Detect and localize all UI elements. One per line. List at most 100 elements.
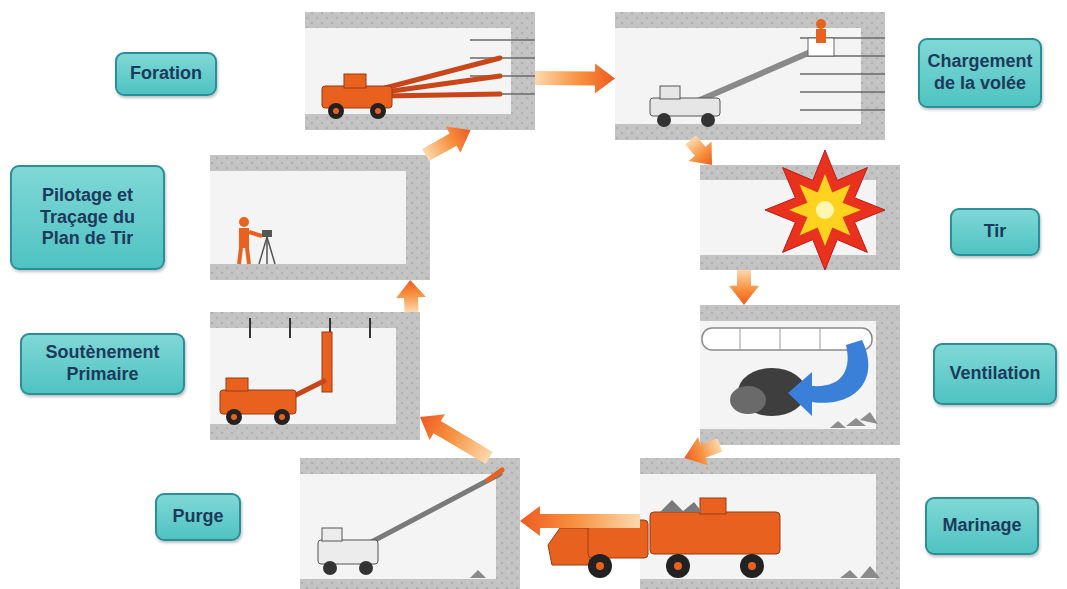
mucking-scene-part xyxy=(548,528,590,565)
cycle-arrow xyxy=(422,127,470,162)
mucking-scene-part xyxy=(650,512,780,554)
scaling-scene-part xyxy=(488,470,502,480)
mucking-scene-part xyxy=(560,500,702,528)
stage-label: Foration xyxy=(115,52,217,96)
blast-scene-part xyxy=(765,150,885,270)
drilling-scene-part xyxy=(370,103,386,119)
survey-scene-part-part xyxy=(259,237,267,264)
mucking-scene-part xyxy=(588,554,764,578)
cycle-arrow xyxy=(729,270,759,305)
stage-name: Marinage xyxy=(942,515,1021,537)
stage-name: Foration xyxy=(130,63,202,85)
support-scene-part xyxy=(226,378,248,391)
support-scene-part xyxy=(210,312,420,440)
charging-scene-part xyxy=(660,86,680,99)
stage-panel: Pilotage et Traçage du Plan de Tir xyxy=(210,155,430,280)
ventilation-scene-part-part xyxy=(820,328,821,350)
charging-scene-part xyxy=(816,19,826,29)
mucking-scene-part-part xyxy=(560,518,580,528)
stage-panel: Soutènement Primaire xyxy=(210,312,420,440)
scaling-scene-part xyxy=(322,528,342,541)
scaling-scene-part xyxy=(318,540,378,564)
blast-scene-part xyxy=(789,174,861,246)
drilling-scene-part xyxy=(305,28,511,114)
cycle-arrow xyxy=(685,135,712,165)
mucking-scene-part-part xyxy=(860,566,880,578)
survey-scene xyxy=(210,155,430,280)
mucking-scene-part xyxy=(640,458,900,589)
survey-scene-part-part xyxy=(239,248,241,264)
survey-scene-part xyxy=(210,155,430,280)
support-scene-part xyxy=(250,318,370,338)
ventilation-scene-part xyxy=(830,412,878,428)
ventilation-scene-part xyxy=(730,386,766,414)
stage-name: Chargement de la volée xyxy=(927,51,1032,94)
mucking-scene-part-part xyxy=(660,500,684,512)
support-scene-part-part xyxy=(369,318,371,338)
stage-label: Soutènement Primaire xyxy=(20,333,185,395)
charging-scene-part-part xyxy=(800,109,885,111)
stage-name: Ventilation xyxy=(949,363,1040,385)
ventilation-scene xyxy=(700,305,900,445)
drilling-scene-part-part xyxy=(385,76,500,92)
charging-scene-part xyxy=(615,12,885,140)
mucking-scene-part xyxy=(700,498,726,514)
stage-panel: Ventilation xyxy=(700,305,900,445)
cycle-arrow xyxy=(684,437,722,465)
survey-scene-part-part xyxy=(247,248,249,264)
scaling-scene-part xyxy=(323,561,337,575)
support-scene-part-part xyxy=(249,318,251,338)
mucking-scene-part xyxy=(840,566,880,578)
mucking-scene-part-part xyxy=(674,562,682,570)
stage-panel: Purge xyxy=(300,458,520,589)
charging-scene-part xyxy=(657,113,671,127)
survey-scene-part-part xyxy=(267,237,275,264)
survey-scene-part xyxy=(239,217,249,227)
ventilation-scene-part xyxy=(700,321,876,429)
stage-label: Pilotage et Traçage du Plan de Tir xyxy=(10,165,165,270)
survey-scene-part xyxy=(262,230,272,237)
stage-name: Purge xyxy=(172,506,223,528)
ventilation-scene-part xyxy=(700,305,900,445)
drilling-scene-part xyxy=(344,74,366,88)
drilling-scene-part xyxy=(333,108,339,114)
charging-scene-part xyxy=(700,50,815,100)
survey-scene-part xyxy=(210,171,406,264)
mucking-scene-part-part xyxy=(740,554,764,578)
ventilation-scene-part xyxy=(788,340,868,416)
charging-scene-part-part xyxy=(800,91,885,93)
support-scene-part xyxy=(279,414,285,420)
mucking-scene-part xyxy=(588,520,648,558)
support-scene-part-part xyxy=(289,318,291,338)
charging-scene-part-part xyxy=(800,73,885,75)
drilling-scene-part-part xyxy=(470,39,535,41)
mucking-scene-part-part xyxy=(840,570,858,578)
stage-panel: Chargement de la volée xyxy=(615,12,885,140)
survey-scene-part xyxy=(239,232,262,264)
stage-panel: Tir xyxy=(700,165,900,270)
cycle-arrow xyxy=(535,63,615,93)
support-scene-part xyxy=(210,328,396,424)
support-scene-part xyxy=(231,414,237,420)
drilling-scene-part xyxy=(385,58,500,96)
scaling-scene-part xyxy=(470,570,486,578)
mucking-scene-part-part xyxy=(666,554,690,578)
stage-label: Marinage xyxy=(925,497,1039,555)
mucking-scene xyxy=(548,458,900,589)
mucking-scene-part-part xyxy=(596,562,604,570)
drilling-scene-part-part xyxy=(385,94,500,96)
cycle-arrow xyxy=(420,414,493,464)
support-scene-part xyxy=(274,409,290,425)
cycle-arrow xyxy=(396,280,426,312)
stage-label: Tir xyxy=(950,208,1040,256)
scaling-scene-part xyxy=(359,561,373,575)
mucking-scene-part xyxy=(640,474,876,579)
survey-scene-part xyxy=(259,237,275,264)
charging-scene-part xyxy=(816,29,826,43)
stage-name: Tir xyxy=(984,221,1007,243)
scaling-scene-part xyxy=(300,458,520,589)
stage-name: Soutènement Primaire xyxy=(32,342,173,385)
stage-label: Purge xyxy=(155,493,241,541)
ventilation-scene-part-part xyxy=(860,412,878,424)
